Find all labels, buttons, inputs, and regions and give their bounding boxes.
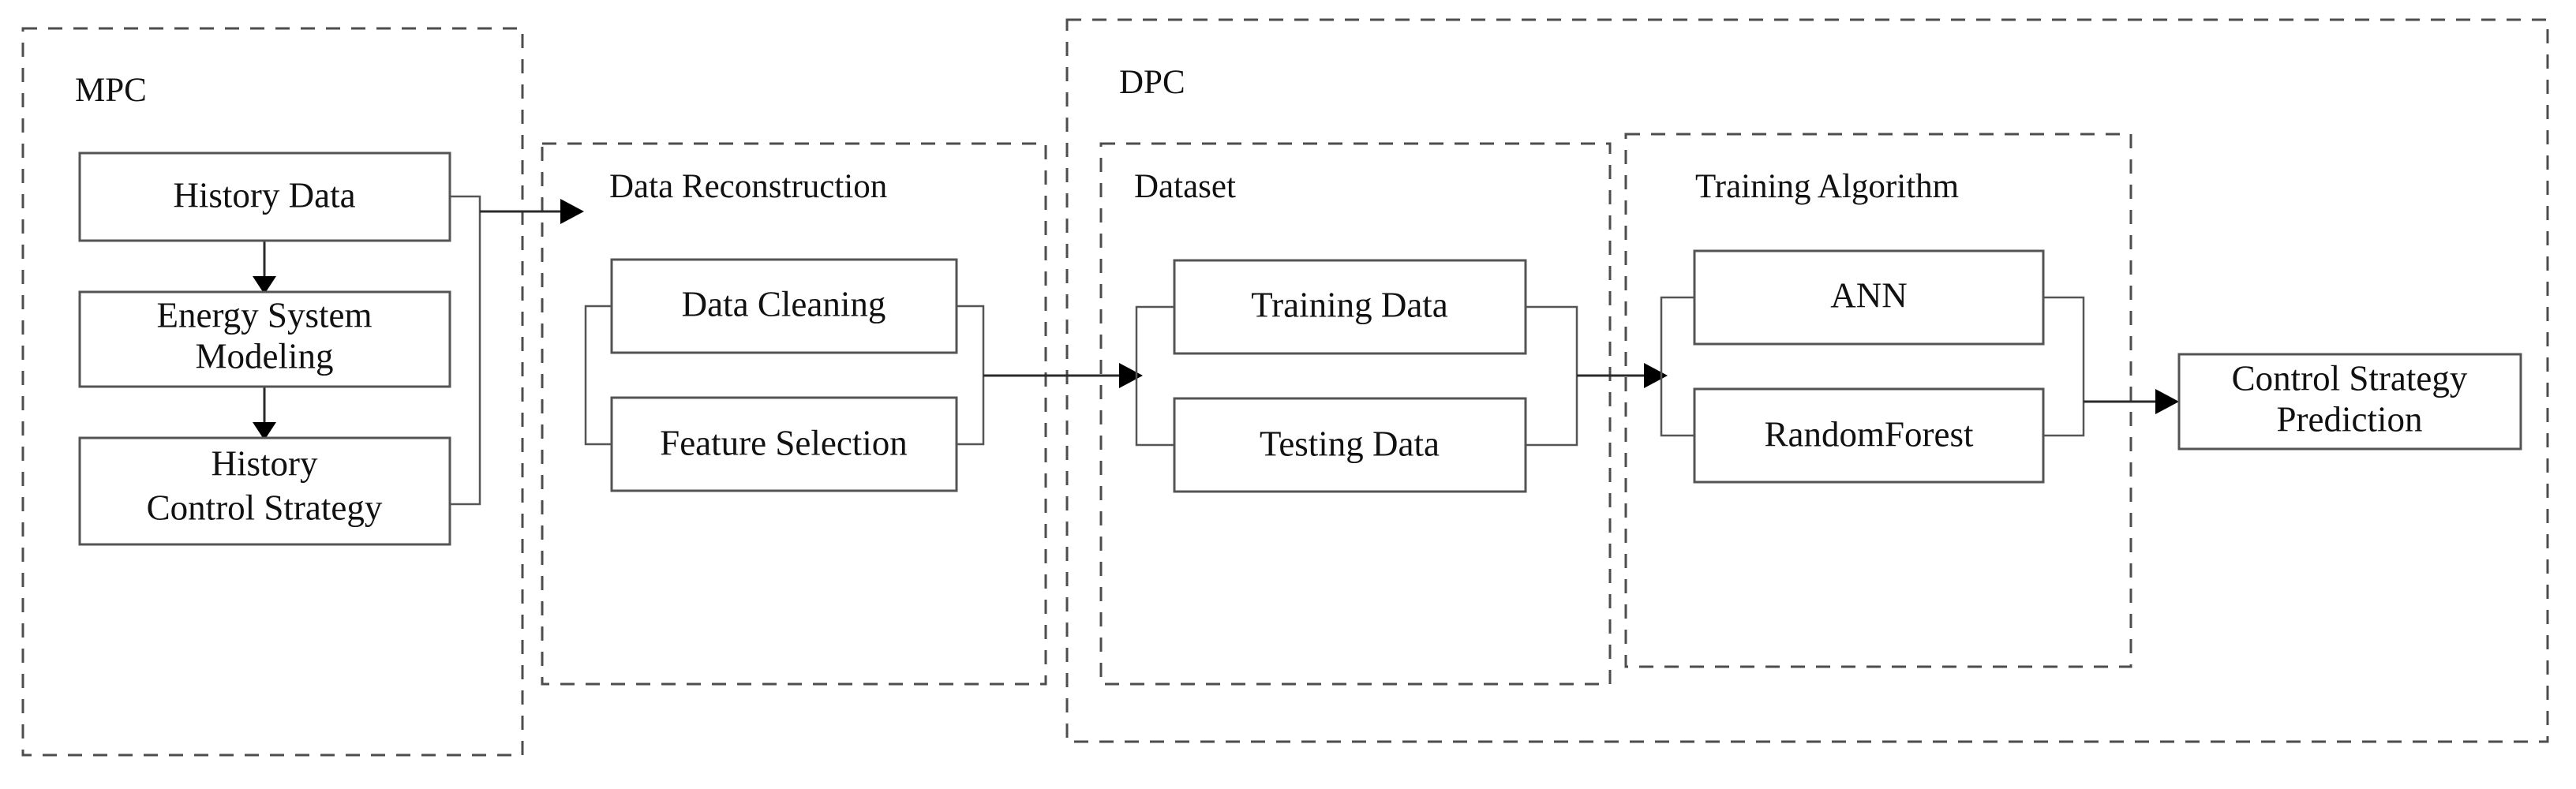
group-frame-mpc — [21, 27, 524, 757]
node-label-ann: ANN — [1830, 275, 1908, 315]
group-label-dataset: Dataset — [1134, 168, 1236, 205]
node-box-ann[interactable] — [1693, 249, 2045, 346]
group-labels: MPC Data Reconstruction DPC Dataset Trai… — [75, 64, 1959, 205]
node-control-strategy-prediction[interactable]: Control Strategy Prediction — [2177, 353, 2522, 451]
node-energy-system-modeling[interactable]: Energy System Modeling — [78, 290, 451, 388]
connector-mpc-to-data-reconstruction — [450, 195, 584, 506]
group-frame-dpc — [1065, 18, 2549, 743]
node-box-history-data[interactable] — [78, 151, 451, 242]
nodes: History Data Energy System Modeling Hist… — [78, 151, 2522, 546]
node-box-history-control-strategy[interactable] — [78, 436, 451, 546]
node-box-training-data[interactable] — [1173, 259, 1527, 355]
node-feature-selection[interactable]: Feature Selection — [610, 396, 958, 492]
node-label-history-control-strategy-line2: Control Strategy — [147, 488, 383, 527]
node-label-testing-data: Testing Data — [1260, 424, 1440, 463]
connector-data-reconstruction-to-dataset — [983, 363, 1143, 388]
node-box-energy-system-modeling[interactable] — [78, 290, 451, 388]
group-label-mpc: MPC — [75, 72, 147, 109]
group-frames — [21, 18, 2549, 757]
node-randomforest[interactable]: RandomForest — [1693, 387, 2045, 484]
connector-history-data-to-energy-system-modeling — [253, 241, 276, 294]
node-label-data-cleaning: Data Cleaning — [682, 284, 886, 323]
group-frame-dataset — [1099, 142, 1612, 686]
node-label-energy-system-modeling-line1: Energy System — [157, 295, 373, 335]
node-label-control-strategy-prediction-line2: Prediction — [2277, 399, 2423, 439]
group-label-data-reconstruction: Data Reconstruction — [609, 168, 887, 205]
node-box-feature-selection[interactable] — [610, 396, 958, 492]
node-label-feature-selection: Feature Selection — [660, 423, 908, 462]
connector-training-algorithm-to-control-strategy-prediction — [2084, 389, 2179, 414]
node-box-data-cleaning[interactable] — [610, 258, 958, 354]
node-history-data[interactable]: History Data — [78, 151, 451, 242]
group-label-training-algorithm: Training Algorithm — [1695, 168, 1959, 205]
node-box-randomforest[interactable] — [1693, 387, 2045, 484]
node-label-training-data: Training Data — [1251, 285, 1448, 324]
node-label-control-strategy-prediction-line1: Control Strategy — [2232, 358, 2468, 398]
connector-training-algorithm-internal — [1660, 296, 2085, 437]
node-ann[interactable]: ANN — [1693, 249, 2045, 346]
node-testing-data[interactable]: Testing Data — [1173, 397, 1527, 493]
node-history-control-strategy[interactable]: History Control Strategy — [78, 436, 451, 546]
connectors — [253, 195, 2179, 506]
group-label-dpc: DPC — [1119, 64, 1185, 101]
node-training-data[interactable]: Training Data — [1173, 259, 1527, 355]
node-data-cleaning[interactable]: Data Cleaning — [610, 258, 958, 354]
connector-energy-system-modeling-to-history-control-strategy — [253, 387, 276, 440]
group-frame-data-reconstruction — [541, 142, 1047, 686]
connector-dataset-to-training-algorithm — [1577, 363, 1668, 388]
node-label-randomforest: RandomForest — [1765, 414, 1974, 454]
node-label-history-control-strategy-line1: History — [212, 443, 319, 483]
node-box-testing-data[interactable] — [1173, 397, 1527, 493]
node-box-control-strategy-prediction[interactable] — [2177, 353, 2522, 451]
node-label-history-data: History Data — [173, 175, 355, 215]
node-label-energy-system-modeling-line2: Modeling — [196, 336, 334, 376]
